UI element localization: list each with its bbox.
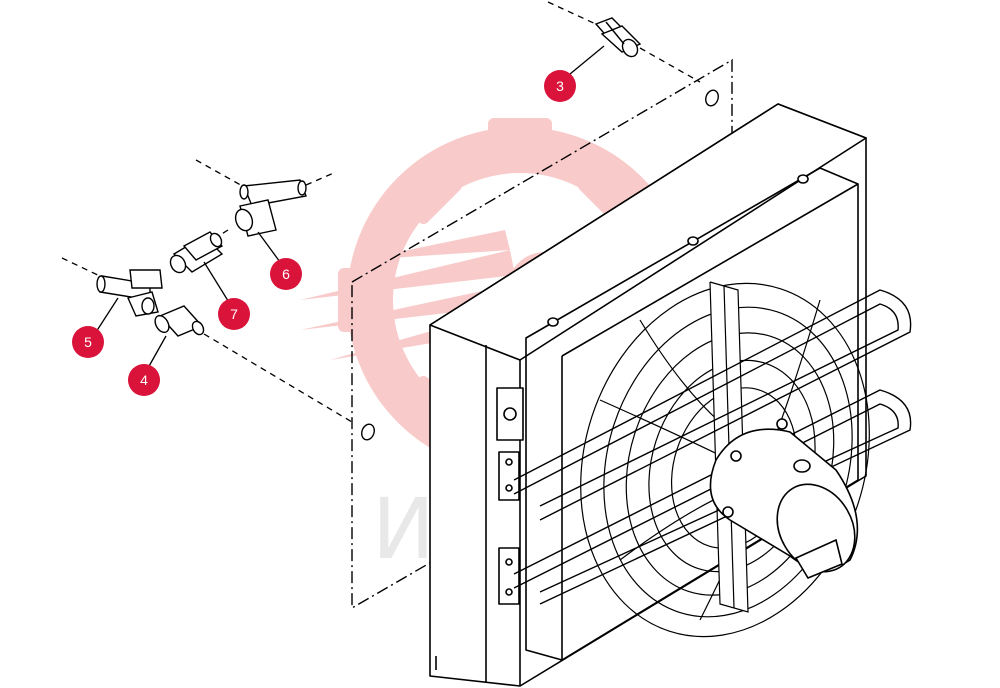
callout-6-label: 6 (282, 266, 290, 282)
callout-7: 7 (218, 298, 250, 330)
fitting-7 (169, 231, 224, 274)
callout-6: 6 (270, 258, 302, 290)
fitting-4 (154, 305, 205, 337)
assembly-lines (61, 1, 701, 423)
guard-tubes (513, 289, 912, 605)
callout-5-label: 5 (84, 334, 92, 350)
fan-motor (709, 418, 859, 580)
fitting-3 (594, 17, 642, 58)
leader-lines (95, 45, 605, 369)
callout-3: 3 (544, 70, 576, 102)
callout-3-label: 3 (556, 78, 564, 94)
callout-5: 5 (72, 326, 104, 358)
fitting-6 (234, 179, 307, 237)
mounting-plane-outline (351, 58, 733, 610)
callout-4-label: 4 (140, 372, 148, 388)
fitting-5 (96, 269, 163, 317)
callout-7-label: 7 (230, 306, 238, 322)
mounting-hole-upper (705, 89, 719, 107)
callout-4: 4 (128, 364, 160, 396)
oil-cooler-fan-assembly (429, 103, 867, 687)
mounting-hole-lower (361, 423, 375, 441)
